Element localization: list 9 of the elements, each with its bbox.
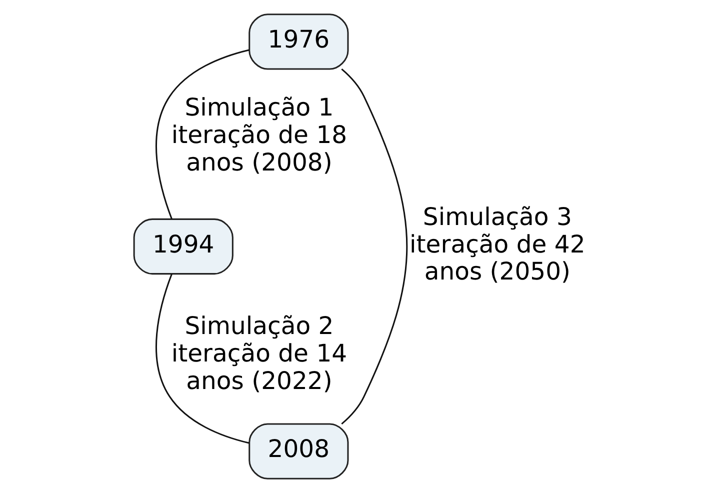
node-box: 1976: [248, 14, 349, 70]
edge-label: Simulação 1 iteração de 18 anos (2008): [171, 92, 348, 176]
node-box: 2008: [248, 423, 349, 480]
connector: [341, 68, 408, 425]
edge-label: Simulação 2 iteração de 14 anos (2022): [171, 311, 348, 395]
node-box: 1994: [133, 218, 234, 275]
connector: [156, 274, 250, 444]
edge-label: Simulação 3 iteração de 42 anos (2050): [410, 202, 586, 286]
connector: [156, 49, 250, 220]
